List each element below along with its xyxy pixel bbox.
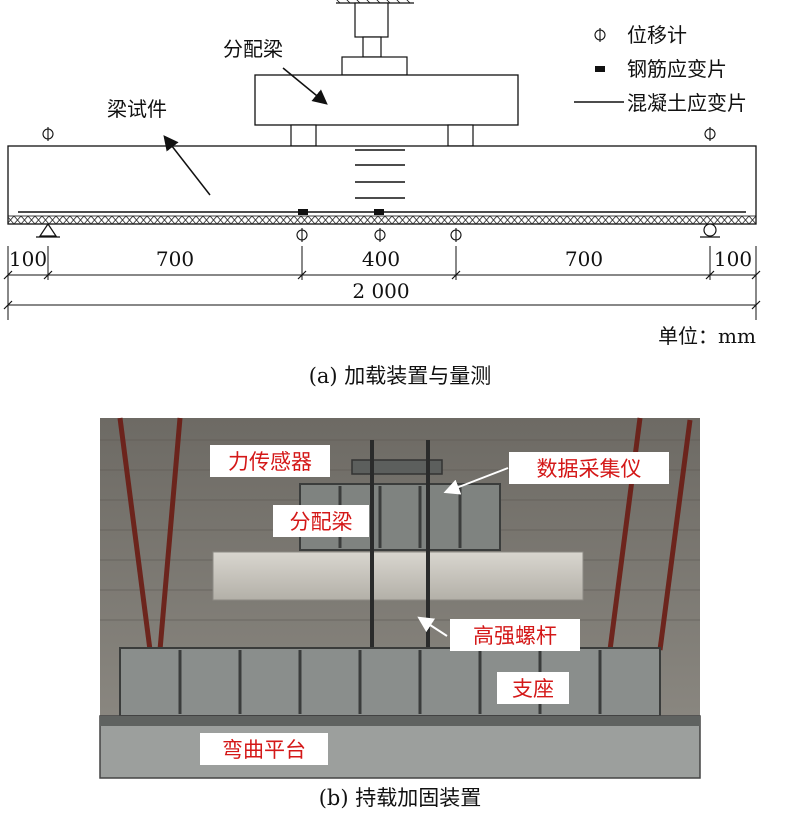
caption-a: (a) 加载装置与量测 <box>309 364 492 388</box>
strengthening-layer <box>7 215 757 225</box>
svg-text:分配梁: 分配梁 <box>290 510 353 534</box>
pin-support-icon <box>36 222 60 238</box>
photo-label-distribution-beam: 分配梁 <box>273 505 369 537</box>
photo-label-support: 支座 <box>497 672 569 704</box>
arrow-specimen-beam <box>163 135 211 196</box>
displacement-meter-icon <box>594 28 606 42</box>
dim-segment-4: 700 <box>565 247 603 271</box>
roller-support-icon <box>700 223 720 238</box>
displacement-meter-icon <box>374 228 386 242</box>
photo-label-bending-platform: 弯曲平台 <box>200 733 328 765</box>
loading-actuator <box>336 0 414 76</box>
legend-displacement-meter: 位移计 <box>627 23 687 47</box>
svg-text:数据采集仪: 数据采集仪 <box>537 457 642 481</box>
displacement-meter-icon <box>704 127 716 141</box>
arrow-distribution-beam <box>282 67 328 105</box>
loading-pad-left <box>290 124 317 147</box>
dim-segment-1: 100 <box>9 247 47 271</box>
dim-total: 2 000 <box>352 279 409 303</box>
photo-label-data-acquisition: 数据采集仪 <box>509 452 669 484</box>
caption-b: (b) 持载加固装置 <box>319 786 482 810</box>
distribution-beam <box>254 74 519 126</box>
legend: 位移计 钢筋应变片 混凝土应变片 <box>574 23 747 115</box>
rebar-strain-gauge-1 <box>298 209 308 215</box>
legend-rebar-strain-gauge: 钢筋应变片 <box>627 57 727 81</box>
displacement-meter-icon <box>42 127 54 141</box>
dim-segment-5: 100 <box>714 247 752 271</box>
legend-concrete-strain-gauge: 混凝土应变片 <box>627 91 747 115</box>
rebar-strain-gauge-2 <box>374 209 384 215</box>
dim-segment-2: 700 <box>156 247 194 271</box>
dim-segment-3: 400 <box>362 247 400 271</box>
svg-text:高强螺杆: 高强螺杆 <box>473 624 557 648</box>
svg-text:支座: 支座 <box>512 677 554 701</box>
concrete-strain-gauges <box>355 149 405 199</box>
svg-text:弯曲平台: 弯曲平台 <box>222 738 306 762</box>
dimension-lines <box>3 246 761 320</box>
label-specimen-beam: 梁试件 <box>107 97 167 121</box>
rebar-gauge-icon <box>595 66 605 72</box>
label-distribution-beam: 分配梁 <box>223 37 283 61</box>
loading-pad-right <box>447 124 474 147</box>
photo-label-high-strength-rod: 高强螺杆 <box>450 619 580 651</box>
setup-drawing: 100 700 400 700 100 2 000 单位：mm 分配梁 梁试件 … <box>3 0 761 388</box>
photo-label-load-cell: 力传感器 <box>210 445 330 477</box>
displacement-meter-icon <box>450 228 462 242</box>
svg-text:力传感器: 力传感器 <box>228 450 312 474</box>
displacement-meter-icon <box>296 228 308 242</box>
setup-photo: 力传感器 数据采集仪 分配梁 高强螺杆 支座 弯曲平台 <box>99 417 701 779</box>
unit-note: 单位：mm <box>658 324 756 348</box>
